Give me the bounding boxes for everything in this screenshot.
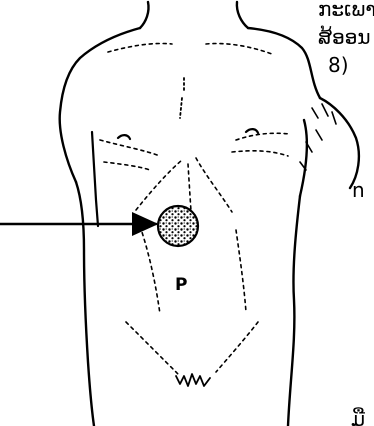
left-pectoral — [100, 140, 160, 156]
right-armpit — [300, 120, 307, 196]
left-pectoral-lower — [104, 162, 150, 170]
left-flank — [76, 182, 94, 426]
label-top-line-3: 8) — [328, 53, 349, 77]
left-clavicle — [108, 43, 172, 52]
label-top-line-2: ສ້ອອນ — [318, 25, 371, 49]
target-marker — [158, 206, 198, 246]
right-clavicle — [206, 43, 272, 54]
left-nipple — [118, 135, 130, 139]
left-groin-line — [126, 322, 178, 374]
pubic-region — [176, 374, 210, 386]
right-pectoral-lower — [232, 151, 288, 156]
sternum-lower — [180, 98, 182, 118]
right-groin-line — [216, 322, 258, 372]
right-costal-arch — [196, 158, 232, 212]
right-nipple — [246, 129, 258, 133]
left-armpit — [92, 132, 98, 226]
torso-details — [92, 43, 336, 386]
right-shoulder — [248, 28, 320, 98]
torso-outline — [60, 2, 359, 426]
right-flank — [288, 196, 300, 426]
right-pectoral — [236, 133, 290, 140]
left-shoulder — [60, 28, 140, 182]
label-top-line-1: ກະເພາະ — [318, 0, 374, 21]
label-bottom-fragment: ມື — [351, 407, 365, 426]
left-costal-arch — [136, 160, 182, 210]
neck-right — [237, 2, 248, 28]
torso-mark: P — [175, 275, 187, 295]
right-abdominal-line — [236, 230, 246, 312]
neck-left — [140, 2, 149, 28]
left-abdominal-line — [140, 226, 160, 314]
